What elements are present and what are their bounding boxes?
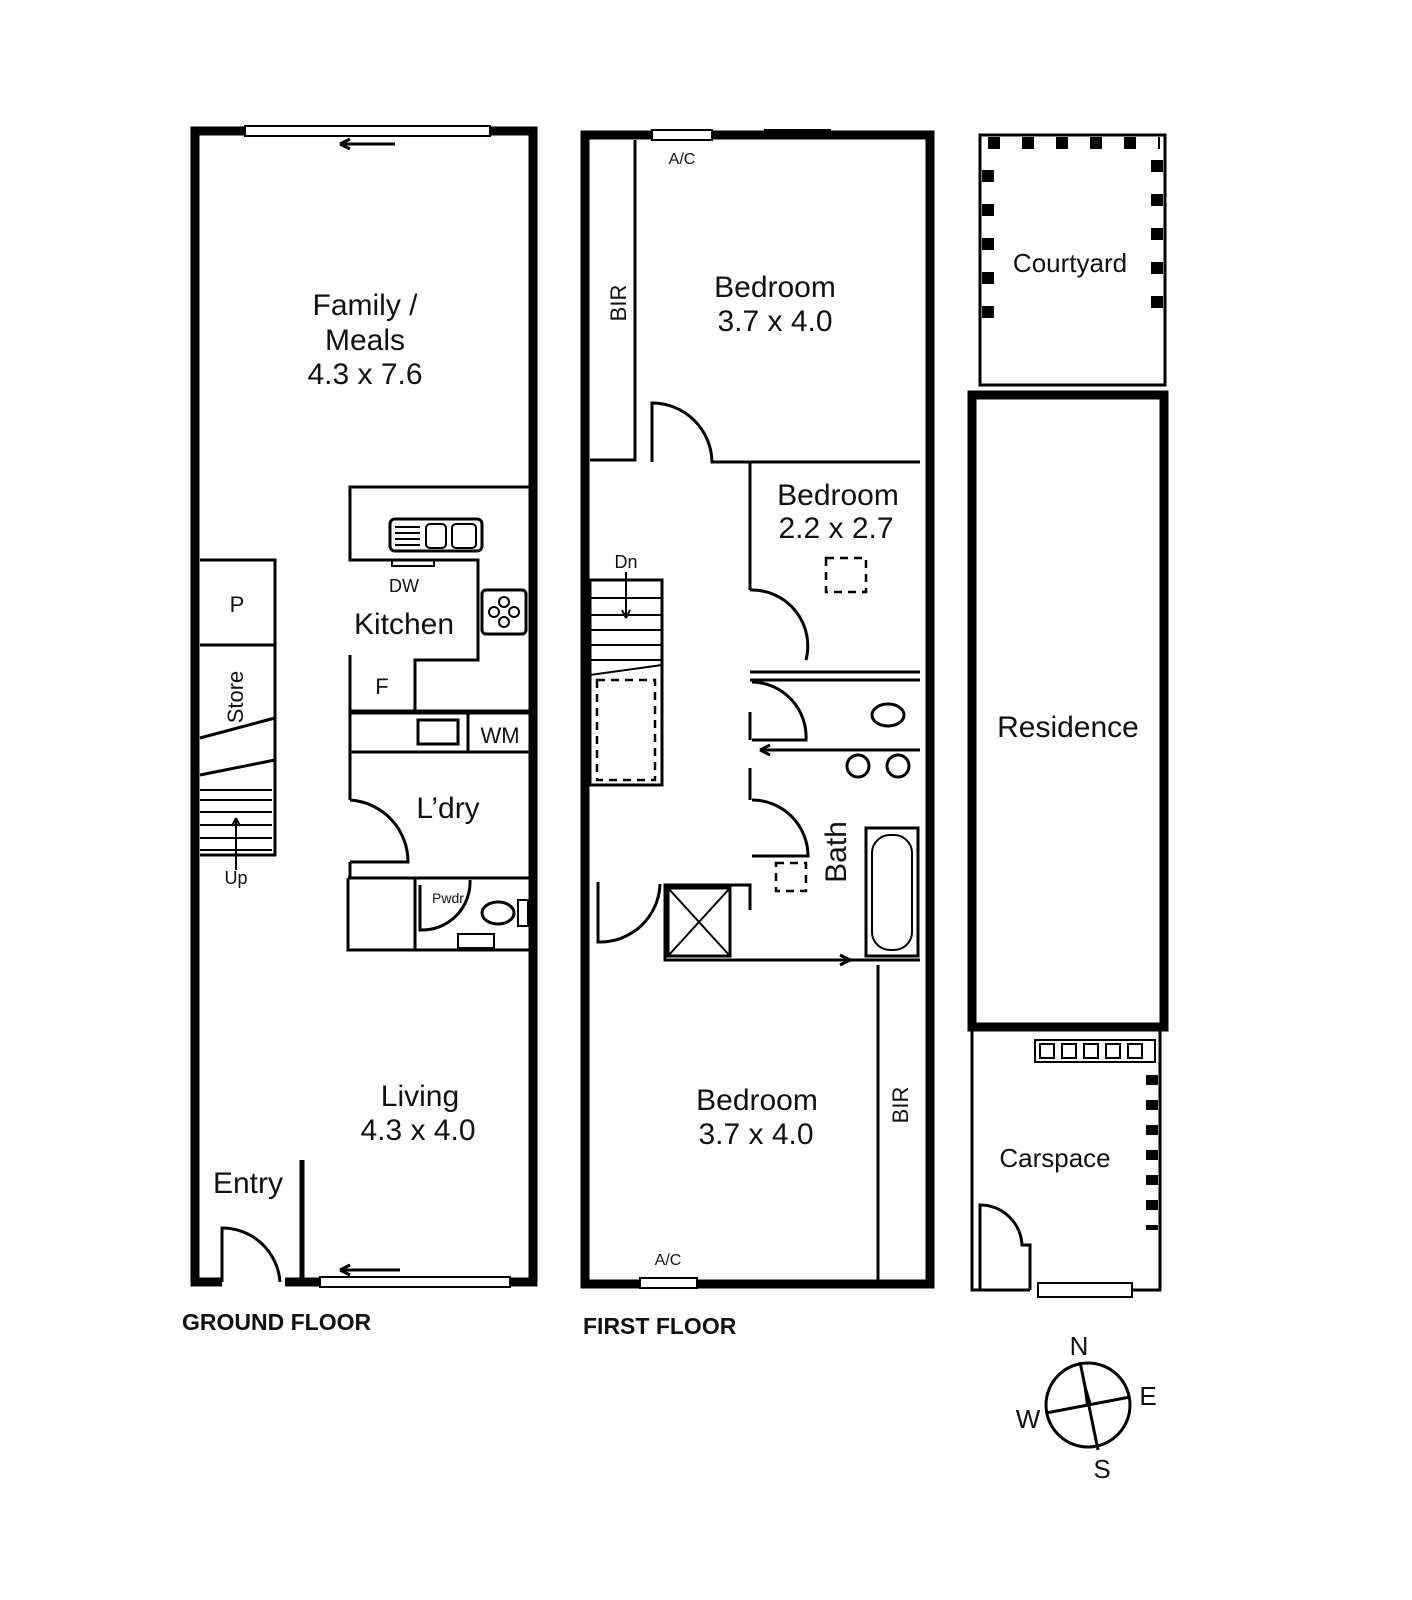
carspace-label: Carspace <box>999 1143 1110 1173</box>
ground-floor-title: GROUND FLOOR <box>182 1309 371 1335</box>
kitchen-label: Kitchen <box>354 608 454 641</box>
family-meals-label: Meals <box>325 324 405 357</box>
bedroom-door-bottom <box>596 882 662 944</box>
laundry-door <box>349 798 410 864</box>
wm-label: WM <box>480 723 519 748</box>
bathtub <box>864 826 920 958</box>
powder-label: Pwdr <box>432 890 464 906</box>
front-window <box>319 1276 511 1288</box>
planting <box>982 137 1163 330</box>
north-needle <box>1082 1372 1092 1406</box>
skylight <box>774 861 808 893</box>
bir-top-label: BIR <box>606 285 631 322</box>
living-size: 4.3 x 4.0 <box>360 1114 475 1147</box>
site-plan: Courtyard Residence Carspace <box>967 133 1169 1298</box>
drainer-icon <box>395 526 420 546</box>
residence-label: Residence <box>997 711 1139 744</box>
bedroom-bottom-label: Bedroom <box>696 1084 818 1117</box>
ac-unit <box>639 1277 698 1289</box>
bedroom-top-label: Bedroom <box>714 271 836 304</box>
basin-icon <box>845 753 871 779</box>
bedroom2-walls <box>663 462 920 962</box>
residence-area <box>967 390 1169 1032</box>
sink <box>388 517 484 553</box>
arrow-icon <box>759 743 920 757</box>
laundry-label: L’dry <box>416 792 479 825</box>
powder-walls <box>346 876 533 952</box>
bath-label: Bath <box>820 821 853 883</box>
family-meals-size: 4.3 x 7.6 <box>307 358 422 391</box>
compass-icon: N E S W <box>1016 1331 1157 1484</box>
toilet-icon <box>870 702 906 728</box>
entry-door <box>220 1226 282 1283</box>
ac-unit <box>651 129 713 141</box>
bedroom-top-size: 3.7 x 4.0 <box>717 305 832 338</box>
laundry-trough <box>416 718 460 746</box>
shower <box>666 886 732 958</box>
carspace-door <box>978 1203 1032 1290</box>
dn-label: Dn <box>614 552 637 572</box>
slide-arrow-icon <box>339 1263 400 1277</box>
entry-label: Entry <box>213 1167 283 1200</box>
gate <box>1037 1282 1133 1298</box>
ground-floor-plan: Family / Meals 4.3 x 7.6 Kitchen DW F WM… <box>182 125 538 1335</box>
bedroom-mid-label: Bedroom <box>777 479 899 512</box>
fridge-label: F <box>375 674 388 699</box>
ac-label: A/C <box>655 1252 682 1269</box>
family-meals-label: Family / <box>313 289 419 322</box>
bedroom-mid-size: 2.2 x 2.7 <box>778 512 893 545</box>
dw-label: DW <box>389 576 419 596</box>
up-label: Up <box>224 868 247 888</box>
sink-bowl <box>425 523 447 549</box>
courtyard-label: Courtyard <box>1013 248 1127 278</box>
window <box>764 129 831 139</box>
pantry-label: P <box>230 592 245 617</box>
bath-door <box>751 798 810 858</box>
wc-door <box>751 680 808 742</box>
first-floor-plan: A/C A/C Bedroom 3.7 x 4.0 Bedroom 2.2 x … <box>580 129 935 1339</box>
sink-bowl <box>451 523 477 549</box>
courtyard-area <box>978 133 1167 387</box>
bedroom2-door <box>749 588 810 661</box>
bir-bottom-label: BIR <box>888 1087 913 1124</box>
store-label: Store <box>223 671 248 724</box>
up-arrow-icon <box>231 817 241 870</box>
first-outer-walls <box>580 130 935 1289</box>
basin-icon <box>457 933 495 949</box>
bedroom-door-top <box>650 401 920 464</box>
ac-label: A/C <box>669 151 696 168</box>
compass-n: N <box>1070 1331 1089 1361</box>
compass-e: E <box>1139 1381 1156 1411</box>
rear-window <box>244 125 491 137</box>
store-block <box>199 558 277 857</box>
dishwasher <box>391 559 435 567</box>
toilet-icon <box>480 900 516 926</box>
bir-top <box>590 140 637 462</box>
skylight <box>824 556 868 594</box>
kitchen-walls <box>348 485 533 712</box>
powder-door <box>418 879 472 932</box>
storage <box>1034 1039 1156 1063</box>
compass-s: S <box>1093 1454 1110 1484</box>
wc-wall <box>750 670 920 682</box>
bedroom-bottom-size: 3.7 x 4.0 <box>698 1118 813 1151</box>
living-label: Living <box>381 1080 459 1113</box>
laundry-bench <box>348 712 533 878</box>
cooktop-icon <box>480 588 528 636</box>
slide-arrow-icon <box>339 137 395 151</box>
carspace-area <box>970 1030 1162 1292</box>
basin-icon <box>885 753 911 779</box>
compass-w: W <box>1016 1404 1041 1434</box>
first-floor-title: FIRST FLOOR <box>583 1313 737 1339</box>
down-arrow-icon <box>621 572 631 619</box>
